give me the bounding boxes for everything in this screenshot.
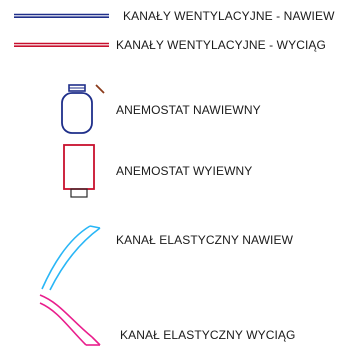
flexible-exhaust-duct-icon: [39, 294, 101, 346]
supply-diffuser-icon: [61, 84, 105, 134]
legend-label-flexible-supply: KANAŁ ELASTYCZNY NAWIEW: [116, 233, 294, 247]
legend-label-supply-ducts: KANAŁY WENTYLACYJNE - NAWIEW: [123, 9, 335, 23]
legend-label-supply-diffuser: ANEMOSTAT NAWIEWNY: [116, 103, 261, 117]
legend-label-exhaust-ducts: KANAŁY WENTYLACYJNE - WYCIĄG: [116, 38, 326, 52]
legend-label-flexible-exhaust: KANAŁ ELASTYCZNY WYCIĄG: [120, 328, 296, 342]
legend-label-exhaust-diffuser: ANEMOSTAT WYIEWNY: [116, 164, 253, 178]
exhaust-duct-line-icon: [14, 42, 109, 47]
supply-duct-line-icon: [14, 13, 109, 18]
flexible-supply-duct-icon: [41, 225, 101, 291]
exhaust-diffuser-icon: [63, 144, 95, 198]
